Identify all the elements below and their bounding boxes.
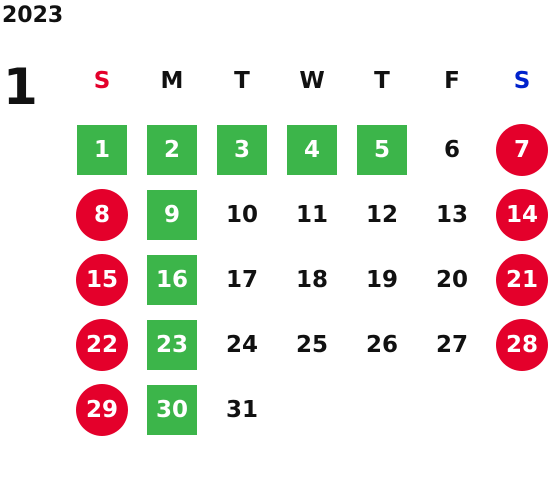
day-5[interactable]: 5 [357,125,407,175]
day-6[interactable]: 6 [443,137,460,163]
day-23[interactable]: 23 [147,320,197,370]
day-21[interactable]: 21 [496,254,548,306]
day-8[interactable]: 8 [76,189,128,241]
day-12[interactable]: 12 [365,202,398,228]
day-30[interactable]: 30 [147,385,197,435]
day-11[interactable]: 11 [295,202,328,228]
day-25[interactable]: 25 [295,332,328,358]
day-19[interactable]: 19 [365,267,398,293]
day-7[interactable]: 7 [496,124,548,176]
day-27[interactable]: 27 [435,332,468,358]
day-1[interactable]: 1 [77,125,127,175]
day-20[interactable]: 20 [435,267,468,293]
day-18[interactable]: 18 [295,267,328,293]
day-31[interactable]: 31 [225,397,258,423]
day-29[interactable]: 29 [76,384,128,436]
weekday-1: M [160,68,184,94]
year-label: 2023 [2,3,64,28]
day-13[interactable]: 13 [435,202,468,228]
day-4[interactable]: 4 [287,125,337,175]
weekday-2: T [234,68,250,94]
day-10[interactable]: 10 [225,202,258,228]
day-26[interactable]: 26 [365,332,398,358]
day-24[interactable]: 24 [225,332,258,358]
day-9[interactable]: 9 [147,190,197,240]
day-3[interactable]: 3 [217,125,267,175]
month-label: 1 [3,58,38,116]
day-14[interactable]: 14 [496,189,548,241]
weekday-6: S [513,68,531,94]
day-15[interactable]: 15 [76,254,128,306]
weekday-0: S [93,68,111,94]
day-28[interactable]: 28 [496,319,548,371]
day-22[interactable]: 22 [76,319,128,371]
weekday-4: T [374,68,390,94]
weekday-3: W [299,68,325,94]
weekday-5: F [444,68,460,94]
day-2[interactable]: 2 [147,125,197,175]
day-16[interactable]: 16 [147,255,197,305]
day-17[interactable]: 17 [225,267,258,293]
